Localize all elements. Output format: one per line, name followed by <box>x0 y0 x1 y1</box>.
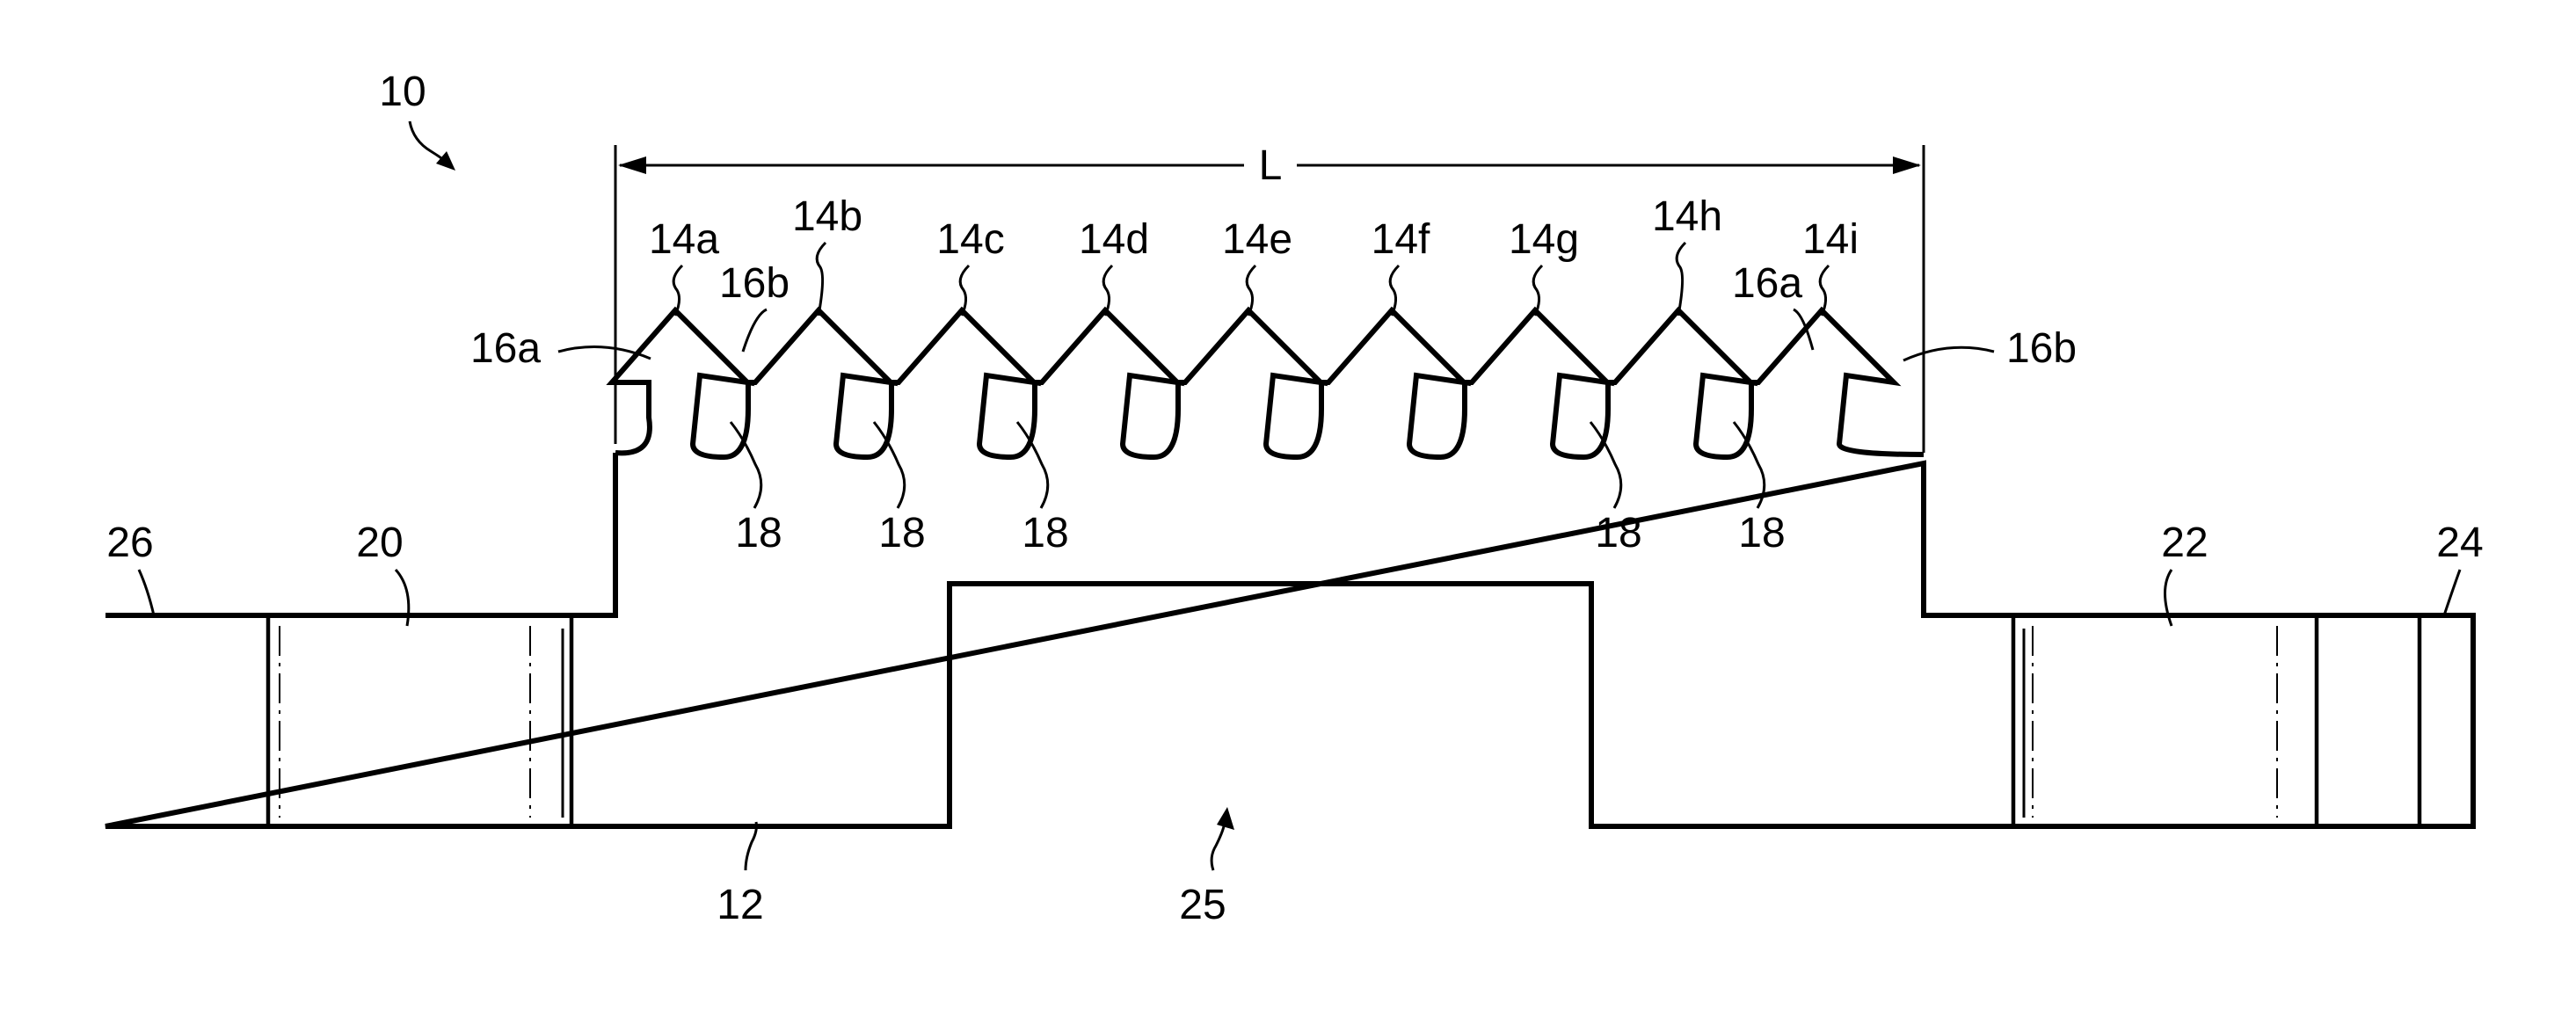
left-pad-label: 20 <box>356 520 403 566</box>
opening-leader <box>1212 826 1224 870</box>
right-end-label: 24 <box>2436 520 2483 566</box>
tooth-label-14d: 14d <box>1079 216 1149 263</box>
device-label: 10 <box>379 69 426 115</box>
right-pad-label: 22 <box>2161 520 2208 566</box>
tooth-row-outline <box>612 310 1924 457</box>
tooth-label-14c: 14c <box>936 216 1004 263</box>
tooth-row <box>612 310 1924 457</box>
tooth-leader-14b <box>817 243 826 316</box>
base-label: 12 <box>717 882 763 928</box>
tooth-leader-14h <box>1677 243 1685 316</box>
tooth-label-14a: 14a <box>649 216 719 263</box>
notch-label-3: 18 <box>1022 510 1068 556</box>
base-leader <box>746 822 756 870</box>
tooth-label-14h: 14h <box>1652 193 1722 240</box>
notch-label-7: 18 <box>1595 510 1641 556</box>
right-end-leader <box>2444 570 2460 615</box>
tooth-label-14b: 14b <box>792 193 862 240</box>
edge-16b-right-leader <box>1903 347 1994 360</box>
tooth-label-14i: 14i <box>1802 216 1859 263</box>
edge-16a-right-label: 16a <box>1732 260 1802 307</box>
edge-16b-left-leader <box>743 309 767 352</box>
tooth-label-14f: 14f <box>1372 216 1430 263</box>
device-leader-arrow <box>436 151 455 171</box>
opening-leader-arrow <box>1217 807 1234 830</box>
edge-16b-right-label: 16b <box>2006 325 2077 372</box>
opening-label: 25 <box>1179 882 1226 928</box>
base-outline <box>106 463 2473 826</box>
dimension-label: L <box>1259 142 1283 189</box>
tooth-label-14e: 14e <box>1222 216 1292 263</box>
left-end-label: 26 <box>106 520 153 566</box>
tooth-label-14g: 14g <box>1509 216 1579 263</box>
left-end-leader <box>139 570 154 615</box>
notch-label-1: 18 <box>735 510 782 556</box>
edge-16b-left-label: 16b <box>719 260 790 307</box>
notch-label-8: 18 <box>1738 510 1785 556</box>
edge-16a-left-label: 16a <box>470 325 541 372</box>
dimension-arrow-right <box>1893 156 1921 174</box>
notch-label-2: 18 <box>878 510 925 556</box>
dimension-arrow-left <box>618 156 646 174</box>
